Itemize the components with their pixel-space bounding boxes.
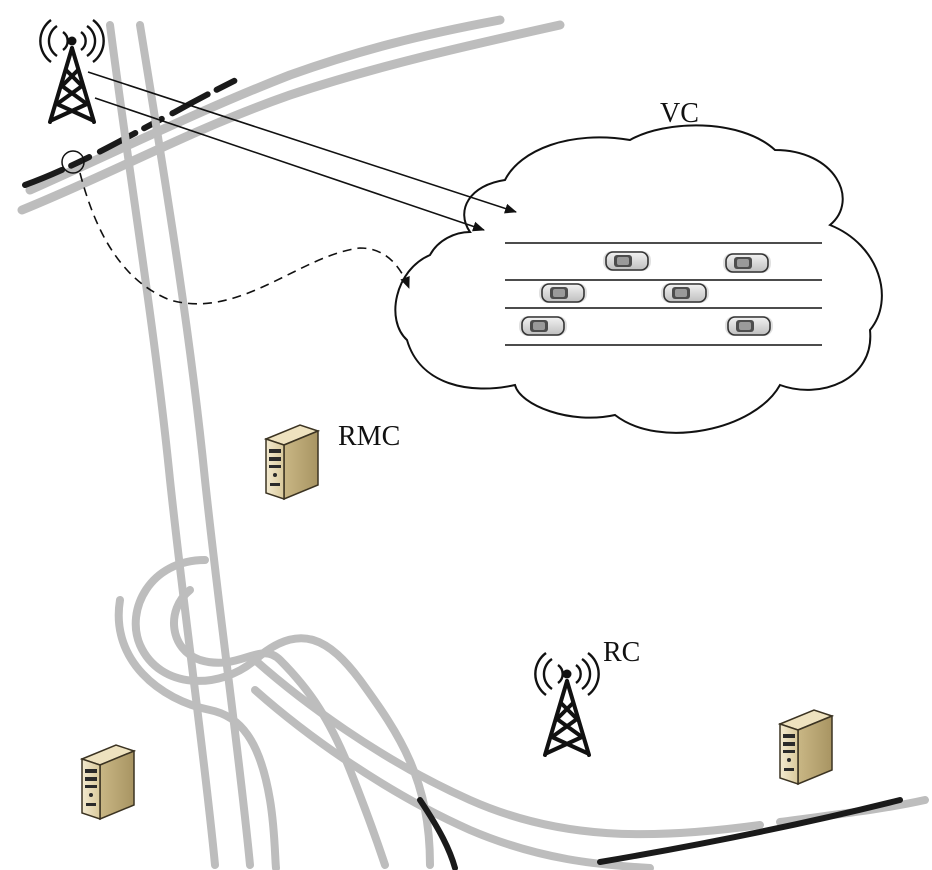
server-icon: [265, 424, 319, 500]
car-icon: [660, 282, 710, 304]
car-icon: [538, 282, 588, 304]
road-map: [17, 15, 929, 870]
car-icon: [722, 252, 772, 274]
car-icon: [724, 315, 774, 337]
car-icon: [518, 315, 568, 337]
tower-link-arrow-2: [94, 97, 485, 232]
server-icon: [81, 744, 135, 820]
server-icon: [779, 709, 833, 785]
cloud-icon: [394, 124, 883, 434]
car-icon: [602, 250, 652, 272]
vehicle-node-marker: [61, 150, 85, 174]
rc-label: RC: [603, 637, 640, 668]
vc-label: VC: [660, 98, 699, 129]
dashed-link-arrow: [79, 172, 410, 305]
cell-tower-icon: [38, 18, 106, 124]
tower-link-arrow-1: [87, 71, 517, 214]
vehicular-cloud: [394, 124, 883, 434]
cell-tower-icon: [533, 651, 601, 757]
rmc-label: RMC: [338, 421, 400, 452]
